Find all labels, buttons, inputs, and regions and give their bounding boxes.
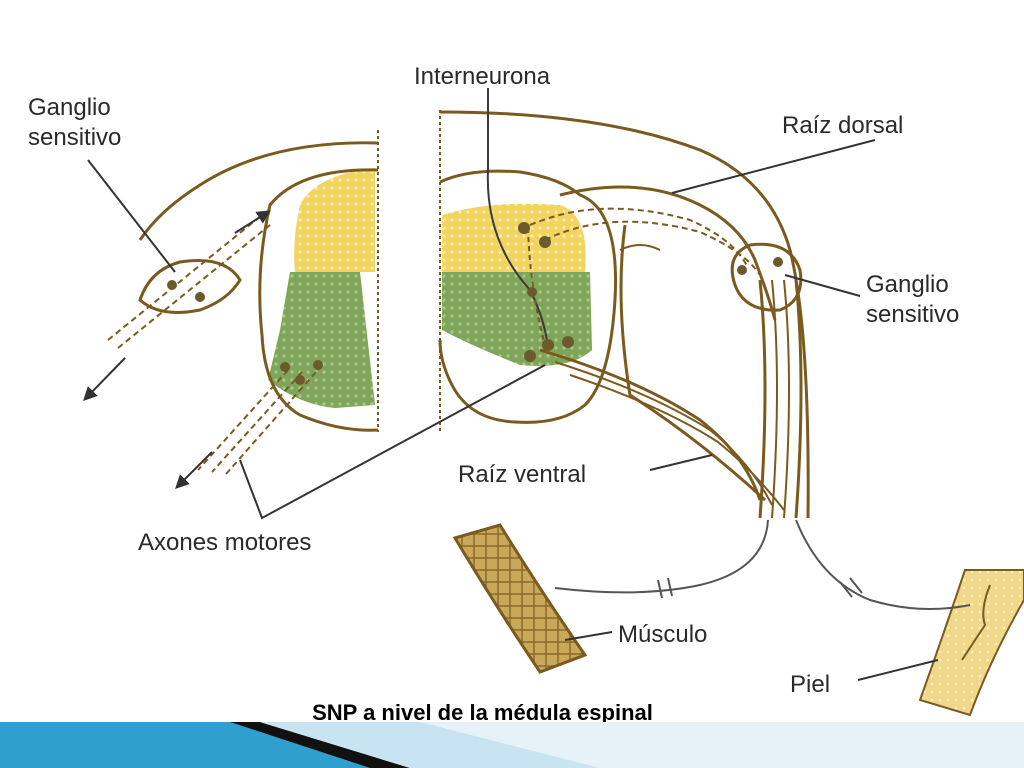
slide-footer-decoration <box>0 722 1024 768</box>
left-meninges-line <box>138 141 379 241</box>
slide-caption: SNP a nivel de la médula espinal <box>312 700 653 725</box>
left-outgoing-arrow <box>83 357 126 402</box>
left-ganglion-cell-2 <box>195 292 205 302</box>
label-ganglio-left-2: sensitivo <box>28 124 121 151</box>
leader-piel <box>857 659 939 681</box>
spinal-nerve-fiber-4 <box>794 279 803 519</box>
muscle-nerve-break-1 <box>657 579 663 599</box>
ventral-root-4 <box>619 244 661 251</box>
effectors <box>452 519 1024 717</box>
muscle-tissue <box>452 523 588 674</box>
left-sensory-fiber-1 <box>107 214 263 341</box>
label-interneurona: Interneurona <box>414 63 551 90</box>
right-ventral-horn <box>442 272 592 366</box>
left-ganglion <box>138 258 242 314</box>
left-dorsal-horn <box>294 168 375 272</box>
leader-axones-motores <box>239 364 546 520</box>
footer-blue-band <box>0 722 370 768</box>
skin-nerve-break-1 <box>839 581 853 598</box>
footer-pale-stripe <box>260 722 600 768</box>
label-axones-motores: Axones motores <box>138 529 311 556</box>
leader-musculo <box>564 631 613 641</box>
left-motor-axon-2 <box>211 371 303 473</box>
left-motor-arrow <box>175 451 213 489</box>
right-meninges-line <box>439 110 810 519</box>
ventral-root-3 <box>569 374 785 511</box>
skin-nerve-ending <box>961 584 991 661</box>
interneuron-fiber <box>486 88 549 349</box>
skin-nerve-break-2 <box>849 577 863 594</box>
interneuron-fiber-2 <box>527 227 546 346</box>
right-ganglion-cell-1 <box>737 265 747 275</box>
left-motor-cell-3 <box>313 360 323 370</box>
spinal-nerve-fiber-2 <box>771 279 778 519</box>
leader-ganglio-right <box>784 274 861 297</box>
dorsal-root <box>559 185 777 321</box>
label-ganglio-right-2: sensitivo <box>866 301 959 328</box>
label-raiz-ventral: Raíz ventral <box>458 461 586 488</box>
dorsal-cell-2 <box>539 236 551 248</box>
skin-tissue <box>918 569 1024 717</box>
ventral-cell-2 <box>542 339 554 351</box>
footer-dark-stripe <box>230 722 410 768</box>
left-motor-cell-2 <box>295 375 305 385</box>
label-ganglio-right-1: Ganglio <box>866 271 949 298</box>
label-piel: Piel <box>790 671 830 698</box>
left-sensory-fiber-2 <box>117 224 271 349</box>
leader-raiz-ventral <box>649 454 713 471</box>
left-motor-cell-1 <box>280 362 290 372</box>
ventral-cell-3 <box>562 336 574 348</box>
right-ganglion-cell-2 <box>773 257 783 267</box>
right-spinal-section <box>438 88 810 519</box>
dorsal-root-fiber-2 <box>544 220 761 276</box>
dorsal-root-fiber-1 <box>529 207 749 269</box>
leader-lines <box>87 139 939 681</box>
left-motor-axon-3 <box>225 371 317 475</box>
leader-ganglio-left <box>87 159 176 273</box>
left-cord-outline <box>258 168 379 432</box>
right-dorsal-horn <box>442 203 586 272</box>
left-motor-axon-1 <box>197 369 289 471</box>
label-ganglio-left-1: Ganglio <box>28 94 111 121</box>
nerve-to-muscle <box>554 519 769 594</box>
leader-raiz-dorsal <box>671 139 876 194</box>
label-raiz-dorsal: Raíz dorsal <box>782 112 903 139</box>
left-sensory-arrow <box>234 210 271 234</box>
ventral-cell-1 <box>524 350 536 362</box>
ventral-root-2 <box>554 361 773 506</box>
dorsal-cell-1 <box>518 222 530 234</box>
interneuron-cell <box>527 287 537 297</box>
left-ventral-horn <box>268 272 375 408</box>
right-cord-outline <box>438 169 618 424</box>
labels: Ganglio sensitivo Interneurona Raíz dors… <box>28 63 959 698</box>
muscle-nerve-break-2 <box>667 577 673 597</box>
left-spinal-section <box>83 130 379 489</box>
spinal-nerve-fiber-3 <box>783 279 790 519</box>
nerve-to-skin <box>795 519 971 610</box>
left-ganglion-cell-1 <box>167 280 177 290</box>
ventral-root-outline <box>619 224 767 502</box>
label-musculo: Músculo <box>618 621 707 648</box>
ventral-root-1 <box>539 348 762 501</box>
